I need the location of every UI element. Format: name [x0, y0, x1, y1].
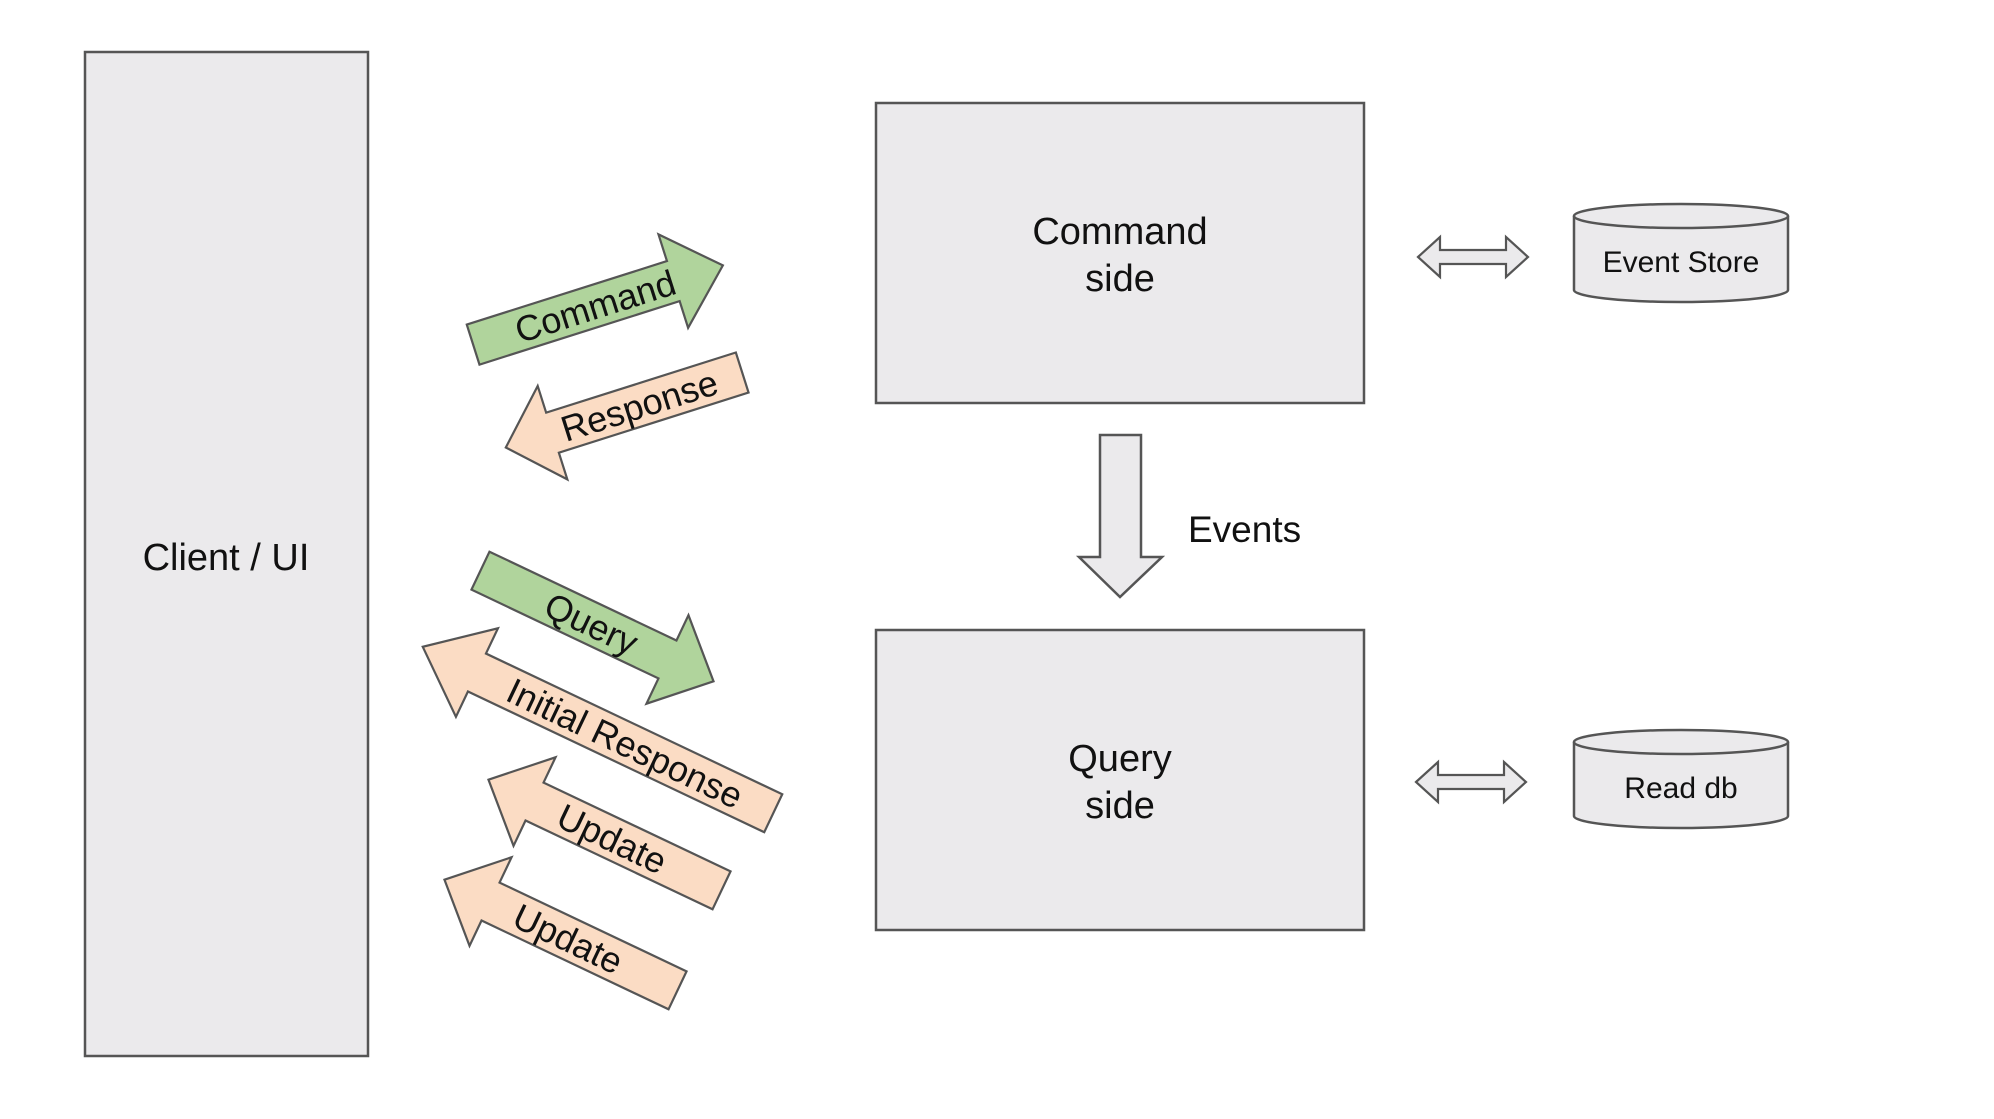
- event-store-label: Event Store: [1603, 246, 1760, 279]
- read-db-double-arrow: [1414, 759, 1528, 805]
- update-arrow-1-label: Update: [551, 795, 673, 882]
- client-ui-label: Client / UI: [143, 537, 310, 579]
- events-arrow: Events: [1075, 433, 1301, 599]
- events-label: Events: [1188, 509, 1301, 550]
- client-ui-box: Client / UI: [83, 50, 370, 1058]
- command-side-label-line2: side: [1085, 258, 1155, 300]
- response-arrow: Response: [504, 351, 750, 482]
- event-store-double-arrow: [1416, 234, 1530, 280]
- update-arrow-2-label: Update: [507, 895, 629, 982]
- query-arrow: Query: [469, 550, 715, 706]
- command-side-label-line1: Command: [1032, 211, 1207, 253]
- query-arrow-label: Query: [538, 584, 644, 663]
- read-db-cylinder: Read db: [1572, 728, 1790, 830]
- query-side-label-line1: Query: [1068, 738, 1171, 780]
- event-store-cylinder: Event Store: [1572, 202, 1790, 304]
- read-db-label: Read db: [1624, 772, 1737, 805]
- response-arrow-label: Response: [556, 362, 723, 450]
- command-arrow-label: Command: [510, 262, 681, 351]
- query-side-label-line2: side: [1085, 785, 1155, 827]
- command-side-box: Command side: [874, 101, 1366, 405]
- query-side-box: Query side: [874, 628, 1366, 932]
